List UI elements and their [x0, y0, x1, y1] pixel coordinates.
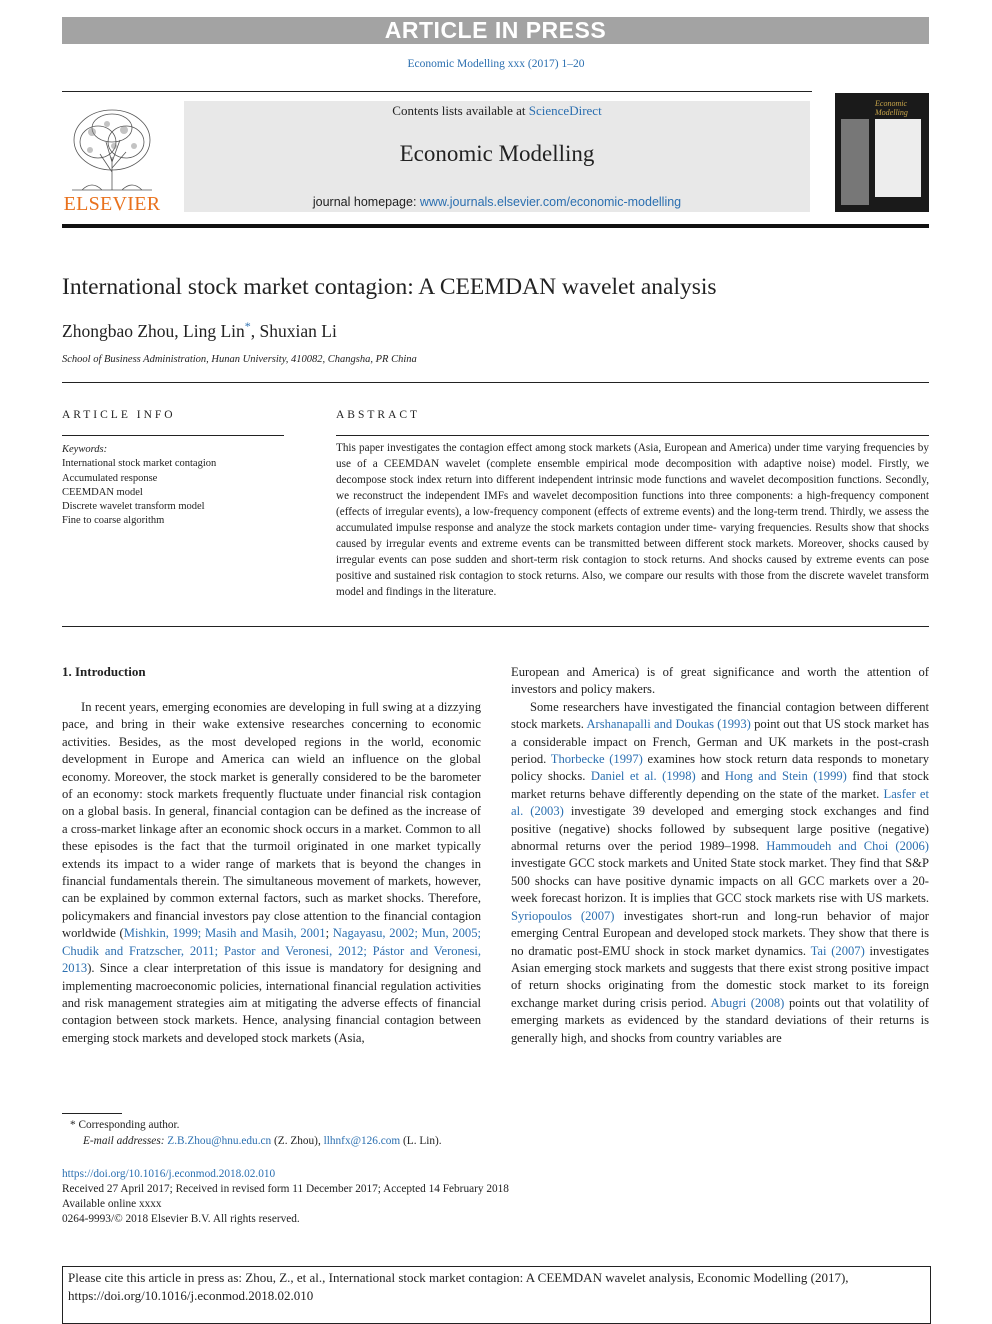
citation-link[interactable]: Tai (2007) — [810, 943, 865, 958]
paragraph-text: and — [695, 769, 725, 784]
journal-header-band — [184, 101, 810, 212]
email-owner: (L. Lin). — [400, 1135, 442, 1147]
article-metadata: https://doi.org/10.1016/j.econmod.2018.0… — [62, 1167, 509, 1227]
intro-paragraph: In recent years, emerging economies are … — [62, 699, 481, 1047]
paragraph-text: investigate GCC stock markets and United… — [511, 856, 929, 906]
email-owner: (Z. Zhou), — [271, 1135, 324, 1147]
left-column: In recent years, emerging economies are … — [62, 699, 481, 1047]
email-line: E-mail addresses: Z.B.Zhou@hnu.edu.cn (Z… — [70, 1133, 442, 1149]
contents-prefix: Contents lists available at — [392, 103, 529, 118]
homepage-prefix: journal homepage: — [312, 195, 420, 209]
author-list: Zhongbao Zhou, Ling Lin*, Shuxian Li — [62, 319, 337, 342]
citation-link[interactable]: Hong and Stein (1999) — [724, 769, 847, 784]
sciencedirect-link[interactable]: ScienceDirect — [528, 103, 602, 118]
keyword-item: Discrete wavelet transform model — [62, 501, 205, 513]
citation-link[interactable]: Daniel et al. (1998) — [590, 769, 696, 784]
paragraph-text: In recent years, emerging economies are … — [62, 700, 481, 941]
citation-box: Please cite this article in press as: Zh… — [62, 1266, 931, 1324]
header-rule — [62, 91, 812, 92]
cover-panel — [875, 119, 921, 197]
corresponding-author-note: * Corresponding author. — [70, 1119, 180, 1131]
citation-link[interactable]: Hammoudeh and Choi (2006) — [766, 839, 929, 854]
citation-link[interactable]: Arshanapalli and Doukas (1993) — [586, 717, 751, 732]
paragraph-text: Some researchers have investigated the f… — [511, 699, 929, 732]
intro-paragraph: Some researchers have investigated the f… — [511, 699, 929, 1047]
citation-link[interactable]: Abugri (2008) — [710, 995, 785, 1010]
doi-link[interactable]: https://doi.org/10.1016/j.econmod.2018.0… — [62, 1168, 276, 1180]
paragraph-text: investigates Asian emerging stock market… — [511, 943, 930, 1010]
journal-name: Economic Modelling — [399, 141, 595, 166]
received-dates: Received 27 April 2017; Received in revi… — [62, 1183, 509, 1195]
article-in-press-banner: ARTICLE IN PRESS — [62, 17, 929, 44]
email-label: E-mail addresses: — [83, 1135, 168, 1147]
keyword-item: International stock market contagion — [62, 458, 217, 470]
keywords-block: Keywords: International stock market con… — [62, 443, 216, 529]
paragraph-text: ). Since a clear interpretation of this … — [62, 961, 481, 1045]
authors-part2: , Shuxian Li — [250, 320, 337, 341]
keywords-label: Keywords: — [62, 444, 108, 455]
article-info-heading: ARTICLE INFO — [62, 409, 176, 421]
abstract-rule — [336, 435, 929, 436]
article-title: International stock market contagion: A … — [62, 274, 717, 300]
paragraph-text: points out that volatility of emerging m… — [511, 995, 929, 1045]
intro-paragraph-continued: European and America) is of great signif… — [511, 665, 929, 697]
paragraph-text: investigates short-run and long-run beha… — [511, 908, 929, 958]
copyright: 0264-9993/© 2018 Elsevier B.V. All right… — [62, 1213, 300, 1225]
elsevier-tree-logo — [72, 109, 152, 191]
authors-part1: Zhongbao Zhou, Ling Lin — [62, 320, 245, 341]
article-info-rule — [62, 435, 284, 436]
paragraph-text: point out that US stock market has a con… — [511, 717, 929, 767]
keyword-item: CEEMDAN model — [62, 486, 143, 498]
citation-link[interactable]: Lasfer et al. (2003) — [511, 786, 929, 819]
journal-reference-link[interactable]: Economic Modelling xxx (2017) 1–20 — [407, 58, 585, 70]
abstract-end-rule — [62, 626, 929, 627]
corresponding-author-mark[interactable]: * — [244, 319, 251, 333]
citation-link[interactable]: Thorbecke (1997) — [550, 752, 643, 767]
affiliation-rule — [62, 382, 929, 383]
abstract-heading: ABSTRACT — [336, 409, 421, 421]
journal-homepage-line: journal homepage: www.journals.elsevier.… — [184, 195, 810, 209]
citation-link[interactable]: Syriopoulos (2007) — [511, 908, 615, 923]
keyword-item: Fine to coarse algorithm — [62, 515, 165, 527]
citation-link[interactable]: Nagayasu, 2002; Mun, 2005; Chudik and Fr… — [62, 926, 481, 976]
cover-title: Economic Modelling — [875, 99, 908, 117]
footnote-rule — [62, 1113, 122, 1114]
paragraph-text: ; — [325, 926, 333, 941]
affiliation: School of Business Administration, Hunan… — [62, 354, 417, 365]
cover-strip — [841, 119, 869, 205]
header-thick-rule — [62, 224, 929, 228]
available-online: Available online xxxx — [62, 1198, 162, 1210]
contents-line: Contents lists available at ScienceDirec… — [184, 103, 810, 119]
elsevier-wordmark: ELSEVIER — [63, 193, 161, 215]
paragraph-text: find that stock market returns behave di… — [511, 769, 930, 801]
paragraph-text: examines how stock return data responds … — [511, 752, 929, 784]
journal-cover-image: Economic Modelling — [835, 93, 929, 212]
footnote: * Corresponding author. E-mail addresses… — [70, 1117, 442, 1149]
paragraph-text: investigate 39 developed and emerging st… — [511, 804, 929, 854]
section-heading-introduction: 1. Introduction — [62, 664, 146, 679]
right-column: European and America) is of great signif… — [511, 664, 929, 1047]
keyword-item: Accumulated response — [62, 472, 158, 484]
email-link[interactable]: Z.B.Zhou@hnu.edu.cn — [167, 1135, 272, 1147]
email-link[interactable]: llhnfx@126.com — [323, 1135, 401, 1147]
journal-homepage-link[interactable]: www.journals.elsevier.com/economic-model… — [419, 195, 682, 209]
citation-link[interactable]: Mishkin, 1999; Masih and Masih, 2001 — [123, 926, 326, 941]
abstract-text: This paper investigates the contagion ef… — [336, 442, 929, 598]
